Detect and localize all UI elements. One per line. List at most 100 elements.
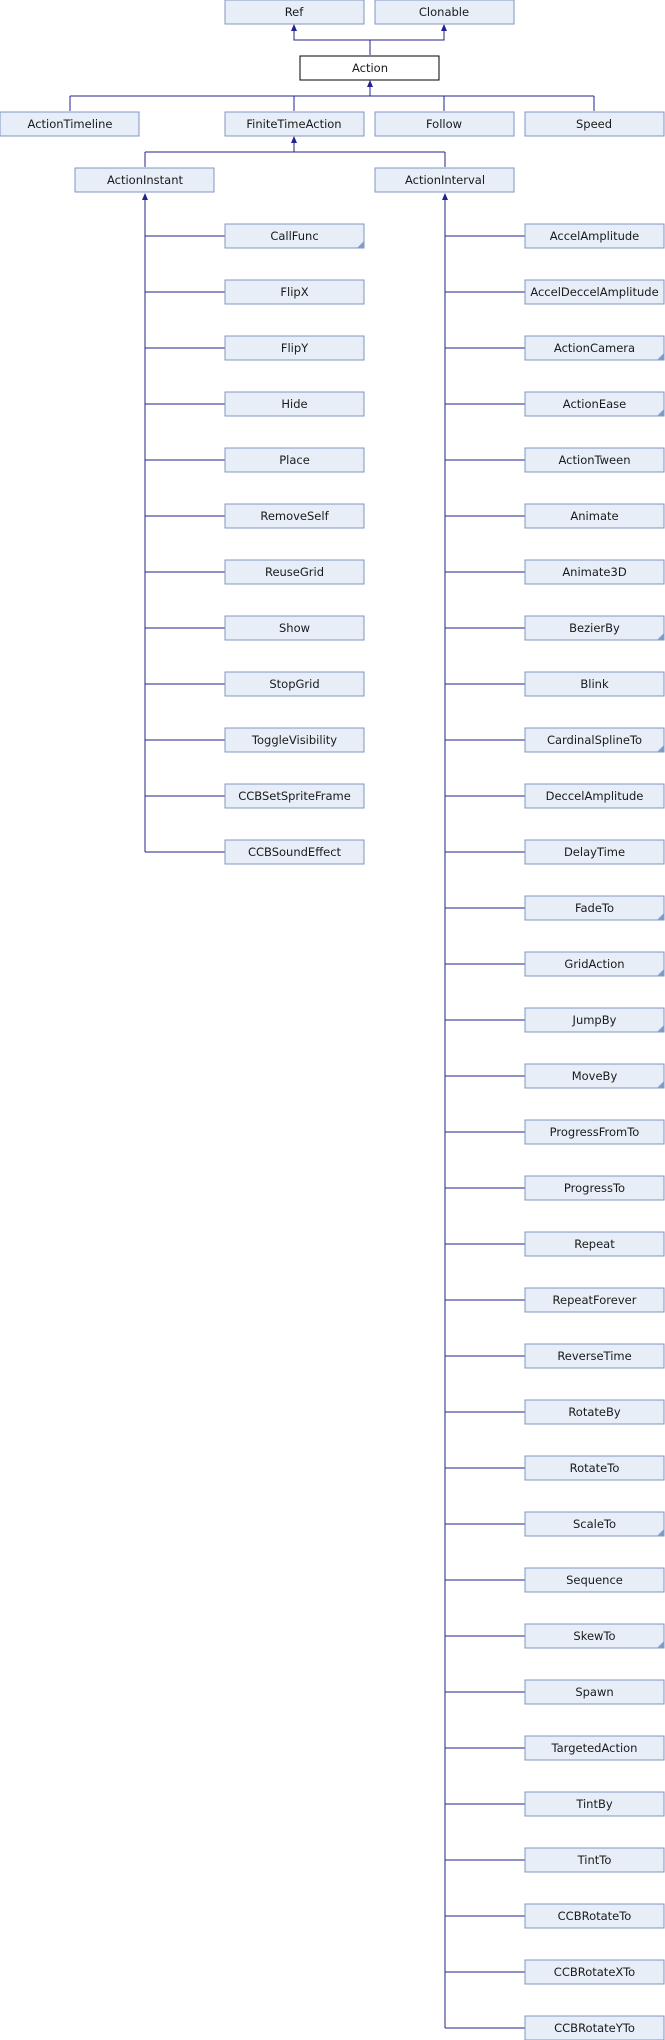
node-skew-to-label: SkewTo: [573, 1629, 615, 1643]
node-clonable[interactable]: Clonable: [374, 0, 515, 25]
node-action-camera-label: ActionCamera: [554, 341, 635, 355]
node-progress-from-to[interactable]: ProgressFromTo: [524, 1119, 665, 1145]
node-move-by-label: MoveBy: [572, 1069, 618, 1083]
node-scale-to-label: ScaleTo: [573, 1517, 616, 1531]
node-accel-deccel-amplitude[interactable]: AccelDeccelAmplitude: [524, 279, 665, 305]
node-reverse-time[interactable]: ReverseTime: [524, 1343, 665, 1369]
node-action-tween-label: ActionTween: [559, 453, 631, 467]
expand-indicator-icon: [657, 969, 664, 976]
node-actiontimeline[interactable]: ActionTimeline: [0, 111, 140, 137]
node-sequence-label: Sequence: [566, 1573, 623, 1587]
node-ccbrotate-xto-label: CCBRotateXTo: [554, 1965, 635, 1979]
node-rotate-to[interactable]: RotateTo: [524, 1455, 665, 1481]
node-spawn[interactable]: Spawn: [524, 1679, 665, 1705]
node-cardinal-spline-to-label: CardinalSplineTo: [547, 733, 642, 747]
node-ccbsound-effect-label: CCBSoundEffect: [248, 845, 342, 859]
node-finitetimeaction-label: FiniteTimeAction: [246, 117, 341, 131]
node-toggle-visibility-label: ToggleVisibility: [251, 733, 337, 747]
node-remove-self[interactable]: RemoveSelf: [224, 503, 365, 529]
node-reuse-grid[interactable]: ReuseGrid: [224, 559, 365, 585]
node-action-ease[interactable]: ActionEase: [524, 391, 665, 417]
node-rotate-by[interactable]: RotateBy: [524, 1399, 665, 1425]
node-blink-label: Blink: [580, 677, 609, 691]
node-rotate-to-label: RotateTo: [570, 1461, 620, 1475]
node-ccbrotate-to[interactable]: CCBRotateTo: [524, 1903, 665, 1929]
node-repeat-forever[interactable]: RepeatForever: [524, 1287, 665, 1313]
node-reverse-time-label: ReverseTime: [557, 1349, 631, 1363]
node-actioninstant[interactable]: ActionInstant: [74, 167, 215, 193]
node-bezier-by[interactable]: BezierBy: [524, 615, 665, 641]
node-accel-amplitude[interactable]: AccelAmplitude: [524, 223, 665, 249]
node-follow[interactable]: Follow: [374, 111, 515, 137]
node-jump-by-label: JumpBy: [572, 1013, 617, 1027]
node-call-func-label: CallFunc: [270, 229, 318, 243]
node-flip-y-label: FlipY: [281, 341, 309, 355]
node-hide[interactable]: Hide: [224, 391, 365, 417]
node-ccbrotate-yto[interactable]: CCBRotateYTo: [524, 2015, 665, 2040]
node-sequence[interactable]: Sequence: [524, 1567, 665, 1593]
node-ccbrotate-xto[interactable]: CCBRotateXTo: [524, 1959, 665, 1985]
node-ccbsound-effect[interactable]: CCBSoundEffect: [224, 839, 365, 865]
node-call-func[interactable]: CallFunc: [224, 223, 365, 249]
node-skew-to[interactable]: SkewTo: [524, 1623, 665, 1649]
node-tint-to-label: TintTo: [577, 1853, 612, 1867]
node-flip-x[interactable]: FlipX: [224, 279, 365, 305]
node-place[interactable]: Place: [224, 447, 365, 473]
node-ref[interactable]: Ref: [224, 0, 365, 25]
node-ccbset-sprite-frame[interactable]: CCBSetSpriteFrame: [224, 783, 365, 809]
expand-indicator-icon: [657, 745, 664, 752]
arrow-actioninterval: [442, 193, 448, 200]
node-rotate-by-label: RotateBy: [568, 1405, 621, 1419]
node-action[interactable]: Action: [299, 55, 440, 81]
node-remove-self-label: RemoveSelf: [260, 509, 329, 523]
node-action-camera[interactable]: ActionCamera: [524, 335, 665, 361]
expand-indicator-icon: [657, 1081, 664, 1088]
node-bezier-by-label: BezierBy: [569, 621, 620, 635]
node-repeat-forever-label: RepeatForever: [553, 1293, 637, 1307]
node-move-by[interactable]: MoveBy: [524, 1063, 665, 1089]
node-deccel-amplitude[interactable]: DeccelAmplitude: [524, 783, 665, 809]
node-animate3-d[interactable]: Animate3D: [524, 559, 665, 585]
node-show-label: Show: [279, 621, 310, 635]
node-actioninterval[interactable]: ActionInterval: [374, 167, 515, 193]
node-flip-y[interactable]: FlipY: [224, 335, 365, 361]
node-place-label: Place: [279, 453, 310, 467]
node-accel-amplitude-label: AccelAmplitude: [550, 229, 640, 243]
node-delay-time-label: DelayTime: [564, 845, 625, 859]
node-jump-by[interactable]: JumpBy: [524, 1007, 665, 1033]
node-repeat[interactable]: Repeat: [524, 1231, 665, 1257]
arrow-action: [367, 80, 373, 87]
edge-action-clonable: [370, 25, 445, 41]
node-tint-to[interactable]: TintTo: [524, 1847, 665, 1873]
expand-indicator-icon: [657, 913, 664, 920]
node-progress-to[interactable]: ProgressTo: [524, 1175, 665, 1201]
arrow-finitetimeaction: [291, 136, 297, 143]
node-show[interactable]: Show: [224, 615, 365, 641]
node-toggle-visibility[interactable]: ToggleVisibility: [224, 727, 365, 753]
node-delay-time[interactable]: DelayTime: [524, 839, 665, 865]
node-cardinal-spline-to[interactable]: CardinalSplineTo: [524, 727, 665, 753]
node-finitetimeaction[interactable]: FiniteTimeAction: [224, 111, 365, 137]
node-ccbset-sprite-frame-label: CCBSetSpriteFrame: [238, 789, 351, 803]
node-targeted-action[interactable]: TargetedAction: [524, 1735, 665, 1761]
node-animate-label: Animate: [570, 509, 618, 523]
expand-indicator-icon: [657, 1641, 664, 1648]
node-clonable-label: Clonable: [419, 5, 469, 19]
node-grid-action[interactable]: GridAction: [524, 951, 665, 977]
node-ref-label: Ref: [285, 5, 305, 19]
node-animate[interactable]: Animate: [524, 503, 665, 529]
arrow-actioninstant: [142, 193, 148, 200]
node-blink[interactable]: Blink: [524, 671, 665, 697]
node-tint-by[interactable]: TintBy: [524, 1791, 665, 1817]
node-speed[interactable]: Speed: [524, 111, 665, 137]
node-grid-action-label: GridAction: [564, 957, 624, 971]
node-scale-to[interactable]: ScaleTo: [524, 1511, 665, 1537]
node-stop-grid[interactable]: StopGrid: [224, 671, 365, 697]
node-actiontimeline-label: ActionTimeline: [28, 117, 113, 131]
node-actioninterval-label: ActionInterval: [405, 173, 485, 187]
node-deccel-amplitude-label: DeccelAmplitude: [546, 789, 644, 803]
node-action-tween[interactable]: ActionTween: [524, 447, 665, 473]
node-speed-label: Speed: [576, 117, 612, 131]
node-fade-to[interactable]: FadeTo: [524, 895, 665, 921]
node-repeat-label: Repeat: [574, 1237, 615, 1251]
